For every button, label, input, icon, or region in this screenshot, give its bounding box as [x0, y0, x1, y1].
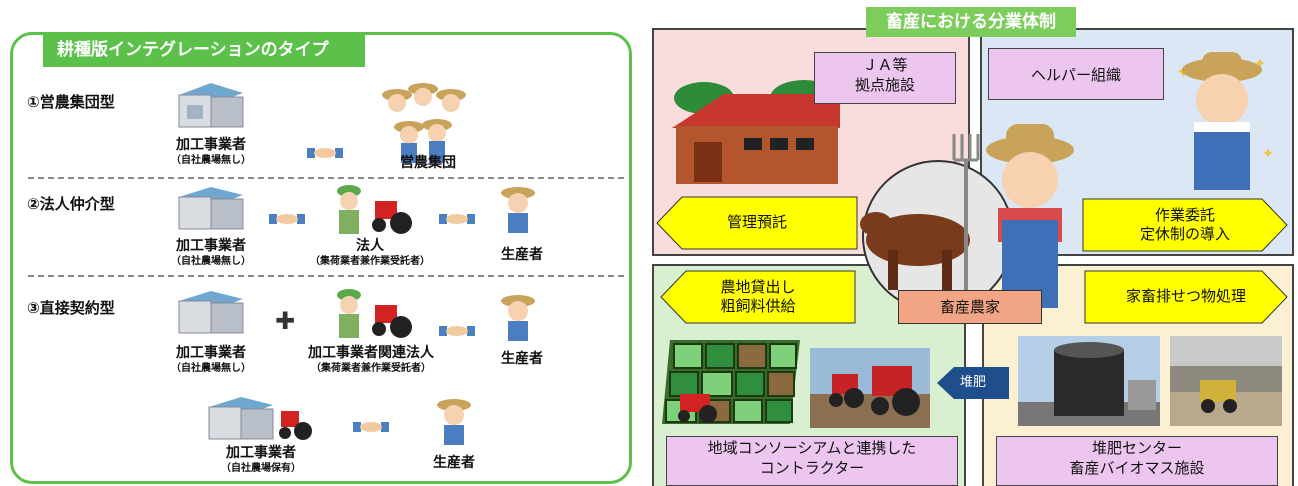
- corp-note: （集荷業者兼作業受託者）: [310, 255, 430, 267]
- processor-building-tractor-icon: [208, 397, 312, 440]
- arrow-label: 家畜排せつ物処理: [1125, 287, 1246, 306]
- producer-icon: [437, 399, 471, 445]
- type-label-group-farming: ①営農集団型: [27, 93, 115, 111]
- handshake-icon: [353, 422, 389, 432]
- processor-building-icon: [178, 187, 244, 230]
- producer-label: 生産者: [487, 351, 557, 369]
- arrow-label: 堆肥: [959, 374, 986, 390]
- corp-farmer-tractor-icon: [337, 289, 412, 338]
- producer-name: 生産者: [501, 351, 543, 367]
- handshake-icon: [307, 148, 343, 158]
- arrow-label: 管理預託: [726, 213, 787, 232]
- corp-name: 加工事業者関連法人: [308, 345, 434, 361]
- producer-icon: [501, 187, 535, 233]
- plus-icon: ✚: [275, 307, 296, 335]
- corp-farmer-tractor-icon: [337, 185, 412, 234]
- processor-label: 加工事業者 （自社農場保有）: [201, 445, 321, 475]
- helper-org-box: ヘルパー組織: [988, 48, 1164, 100]
- arrow-label: 作業委託 定休制の導入: [1139, 205, 1230, 244]
- svg-text:✦: ✦: [1262, 146, 1274, 162]
- processor-name: 加工事業者: [176, 238, 246, 254]
- corp-note: （集荷業者兼作業受託者）: [311, 362, 431, 374]
- type-label-direct-contract: ③直接契約型: [27, 299, 115, 317]
- ja-facility-box: ＪＡ等 拠点施設: [814, 52, 956, 104]
- compost-arrow: 堆肥: [936, 366, 1010, 400]
- processor-note: （自社農場無し）: [171, 154, 251, 166]
- farmer-group-icon: [382, 83, 466, 163]
- corp-name: 法人: [356, 238, 384, 254]
- handshake-icon: [269, 214, 305, 224]
- livestock-farmer-label: 畜産農家: [898, 290, 1042, 324]
- compost-center-box: 堆肥センター 畜産バイオマス施設: [996, 436, 1278, 486]
- livestock-farmer-icon: [860, 124, 1074, 308]
- corp-label: 法人 （集荷業者兼作業受託者）: [285, 238, 455, 268]
- integration-types-panel: 耕種版インテグレーションのタイプ ①営農集団型 加工事業者 （自社農場無し） 営…: [10, 32, 632, 484]
- producer-name: 生産者: [433, 455, 475, 471]
- tractor-photo-image: [810, 366, 930, 428]
- divider: [28, 275, 624, 277]
- biogas-tank-image: [1018, 342, 1160, 426]
- producer-name: 生産者: [501, 247, 543, 263]
- handshake-icon: [439, 214, 475, 224]
- right-arrow-shape: [1082, 198, 1288, 252]
- arrow-land-lease: 農地貸出し 粗飼料供給: [660, 270, 856, 324]
- contractor-box: 地域コンソーシアムと連携した コントラクター: [666, 436, 958, 486]
- processor-note: （自社農場無し）: [171, 362, 251, 374]
- processor-label: 加工事業者 （自社農場無し）: [151, 345, 271, 375]
- left-panel-title: 耕種版インテグレーションのタイプ: [43, 33, 365, 67]
- processor-note: （自社農場保有）: [221, 462, 301, 474]
- right-panel-title: 畜産における分業体制: [866, 7, 1076, 37]
- processor-note: （自社農場無し）: [171, 255, 251, 267]
- processor-label: 加工事業者 （自社農場無し）: [151, 238, 271, 268]
- tractor-photo: [810, 348, 930, 428]
- barn-icon: [672, 80, 840, 184]
- left-arrow-shape: [660, 270, 856, 324]
- farm-field-icon: [662, 340, 800, 424]
- producer-icon: [501, 295, 535, 341]
- compost-facility-image: [1170, 336, 1282, 426]
- processor-building-icon: [178, 83, 244, 128]
- biogas-tank-photo: [1018, 336, 1160, 426]
- arrow-manure-processing: 家畜排せつ物処理: [1084, 270, 1288, 324]
- type-label-corp-mediated: ②法人仲介型: [27, 195, 115, 213]
- arrow-management-consignment: 管理預託: [656, 196, 858, 250]
- helper-farmer-icon: ✦✦✦: [1176, 52, 1274, 190]
- handshake-icon: [439, 326, 475, 336]
- producer-label: 生産者: [487, 247, 557, 265]
- processor-building-icon: [178, 291, 244, 334]
- left-arrow-shape: [937, 367, 1009, 399]
- arrow-work-consignment: 作業委託 定休制の導入: [1082, 198, 1288, 252]
- processor-name: 加工事業者: [226, 445, 296, 461]
- compost-facility-photo: [1170, 336, 1282, 426]
- group-name: 営農集団: [400, 155, 456, 171]
- arrow-label: 農地貸出し 粗飼料供給: [720, 277, 796, 316]
- corp-label: 加工事業者関連法人 （集荷業者兼作業受託者）: [281, 345, 461, 375]
- right-arrow-shape: [1084, 270, 1288, 324]
- divider: [28, 177, 624, 179]
- processor-name: 加工事業者: [176, 137, 246, 153]
- producer-label: 生産者: [419, 455, 489, 473]
- group-label: 営農集団: [383, 155, 473, 173]
- left-arrow-shape: [656, 196, 858, 250]
- processor-label: 加工事業者 （自社農場無し）: [151, 137, 271, 167]
- processor-name: 加工事業者: [176, 345, 246, 361]
